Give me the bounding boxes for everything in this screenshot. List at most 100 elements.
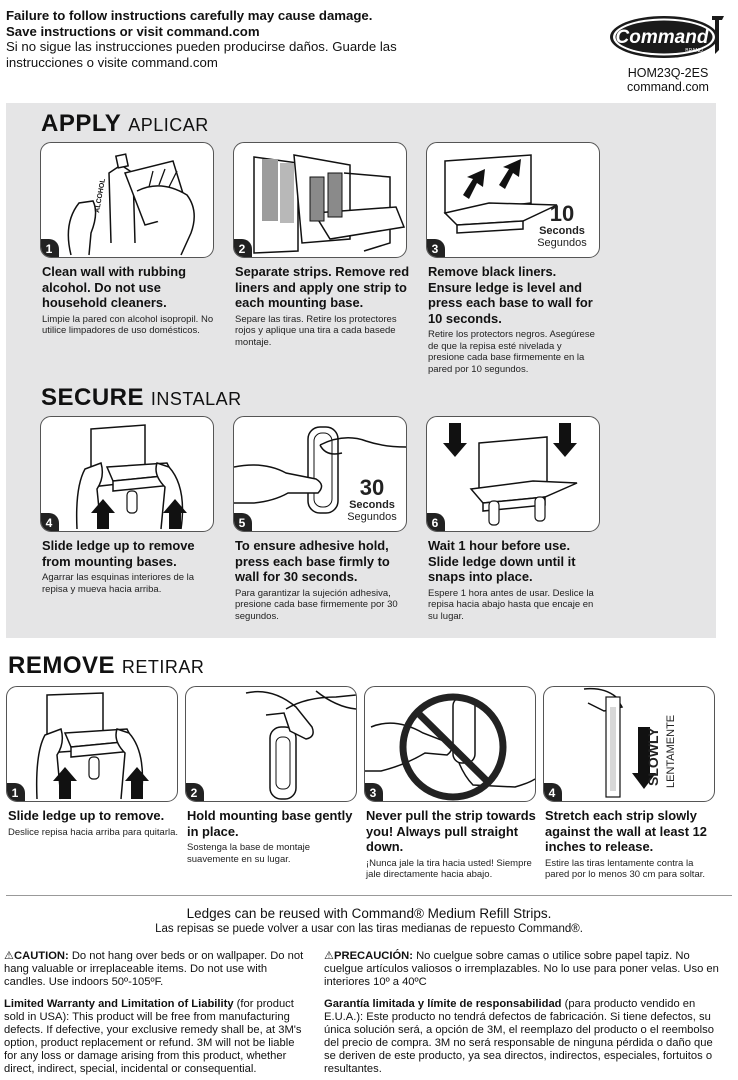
- step-text-en: Hold mounting base gently in place.: [187, 808, 353, 839]
- remove-step-4-caption: Stretch each strip slowly against the wa…: [545, 808, 717, 881]
- slide-up-icon: [35, 692, 149, 800]
- warranty-text: (para producto vendido en E.U.A.): Este …: [324, 998, 714, 1075]
- step-text-es: Para garantizar la sujeción adhesiva, pr…: [235, 587, 398, 622]
- step-number: 2: [234, 239, 252, 257]
- remove-step-1-caption: Slide ledge up to remove. Deslice repisa…: [8, 808, 180, 838]
- apply-step-3-caption: Remove black liners. Ensure ledge is lev…: [428, 264, 596, 375]
- step-number: 1: [41, 239, 59, 257]
- secure-step-6-caption: Wait 1 hour before use. Slide ledge down…: [428, 538, 598, 622]
- step-text-en: Remove black liners. Ensure ledge is lev…: [428, 264, 593, 326]
- apply-heading: APPLY APLICAR: [41, 110, 209, 138]
- remove-step-3-caption: Never pull the strip towards you! Always…: [366, 808, 538, 881]
- stretch-strip-icon: [583, 687, 656, 798]
- step-text-es: Retire los protectors negros. Asegúrese …: [428, 329, 595, 375]
- secure-title: SECURE: [41, 384, 145, 411]
- slowly-es: LENTAMENTE: [665, 715, 677, 788]
- secure-subtitle: INSTALAR: [150, 389, 242, 409]
- step-text-es: ¡Nunca jale la tira hacia usted! Siempre…: [366, 857, 532, 881]
- warning-line-1: Failure to follow instructions carefully…: [6, 8, 373, 23]
- slowly-en: SLOWLY: [645, 727, 661, 786]
- secure-step-6-illustration: 6: [426, 416, 600, 532]
- step-text-en: Wait 1 hour before use. Slide ledge down…: [428, 538, 576, 584]
- strips-icon: [253, 154, 406, 254]
- seconds-en: Seconds: [539, 225, 585, 237]
- remove-step-2-caption: Hold mounting base gently in place. Sost…: [187, 808, 359, 865]
- apply-step-1-illustration: ALCOHOL 1: [40, 142, 214, 258]
- step-number: 1: [7, 783, 25, 801]
- remove-step-2-illustration: 2: [185, 686, 357, 802]
- caution-text: Do not hang over beds or on wallpaper. D…: [4, 950, 304, 988]
- remove-step-1-illustration: 1: [6, 686, 178, 802]
- alcohol-label: ALCOHOL: [94, 177, 107, 213]
- warning-line-4: instrucciones o visite command.com: [6, 54, 218, 70]
- ledge-press-icon: [443, 154, 558, 234]
- reuse-es: Las repisas se puede volver a usar con l…: [155, 923, 583, 935]
- seconds-10-badge: 10 Seconds Segundos: [527, 201, 597, 250]
- model-info: HOM23Q-2ES command.com: [612, 66, 724, 94]
- step-number: 4: [41, 513, 59, 531]
- reuse-en: Ledges can be reused with Command® Mediu…: [186, 906, 552, 921]
- secure-step-5-caption: To ensure adhesive hold, press each base…: [235, 538, 405, 622]
- warning-line-2: Save instructions or visit command.com: [6, 23, 260, 39]
- step-text-en: Slide ledge up to remove.: [8, 808, 165, 823]
- caution-es-block: ⚠PRECAUCIÓN: No cuelgue sobre camas o ut…: [324, 950, 724, 1076]
- apply-subtitle: APLICAR: [128, 115, 209, 135]
- step-number: 3: [427, 239, 445, 257]
- remove-subtitle: RETIRAR: [121, 657, 205, 677]
- seconds-en: Seconds: [349, 499, 395, 511]
- logo-text: Command: [616, 27, 709, 48]
- hold-base-icon: [245, 690, 356, 800]
- model-site: command.com: [627, 80, 709, 94]
- slide-down-icon: [443, 423, 578, 526]
- command-logo: Command BRAND: [608, 10, 726, 62]
- caution-en-block: ⚠CAUTION: Do not hang over beds or on wa…: [4, 950, 304, 1076]
- apply-step-3-illustration: 10 Seconds Segundos 3: [426, 142, 600, 258]
- remove-title: REMOVE: [8, 652, 116, 679]
- step-text-es: Agarrar las esquinas interiores de la re…: [42, 572, 195, 595]
- apply-step-2-caption: Separate strips. Remove red liners and a…: [235, 264, 415, 348]
- remove-step-4-illustration: 4: [543, 686, 715, 802]
- warning-line-3: Si no sigue las instrucciones pueden pro…: [6, 39, 397, 54]
- apply-title: APPLY: [41, 110, 122, 137]
- model-number: HOM23Q-2ES: [627, 66, 709, 80]
- warning-icon: ⚠: [4, 950, 15, 962]
- reuse-note: Ledges can be reused with Command® Mediu…: [0, 906, 738, 935]
- remove-heading: REMOVE RETIRAR: [8, 652, 204, 680]
- step-text-es: Separe las tiras. Retire los protectores…: [235, 313, 397, 348]
- header-warning: Failure to follow instructions carefully…: [6, 8, 566, 70]
- remove-step-3-illustration: 3: [364, 686, 536, 802]
- step-text-es: Limpie la pared con alcohol isopropil. N…: [42, 313, 214, 337]
- seconds-number: 30: [359, 475, 385, 500]
- apply-step-2-illustration: 2: [233, 142, 407, 258]
- seconds-es: Segundos: [347, 511, 397, 523]
- apply-step-1-caption: Clean wall with rubbing alcohol. Do not …: [42, 264, 222, 337]
- secure-step-4-caption: Slide ledge up to remove from mounting b…: [42, 538, 212, 595]
- step-text-en: To ensure adhesive hold, press each base…: [235, 538, 390, 584]
- divider: [6, 895, 732, 896]
- caution-text: No cuelgue sobre camas o utilice sobre p…: [324, 950, 719, 988]
- secure-heading: SECURE INSTALAR: [41, 384, 242, 412]
- step-text-en: Clean wall with rubbing alcohol. Do not …: [42, 264, 186, 310]
- warranty-text: (for product sold in USA): This product …: [4, 998, 302, 1075]
- seconds-number: 10: [549, 201, 575, 226]
- warning-icon: ⚠: [324, 950, 335, 962]
- step-text-es: Deslice repisa hacia arriba para quitarl…: [8, 826, 179, 838]
- no-pull-icon: [365, 693, 535, 801]
- secure-step-5-illustration: 30 Seconds Segundos 5: [233, 416, 407, 532]
- logo-sub: BRAND: [685, 48, 703, 54]
- slowly-label: SLOWLY LENTAMENTE: [636, 700, 696, 790]
- step-text-es: Espere 1 hora antes de usar. Deslice la …: [428, 587, 594, 622]
- seconds-es: Segundos: [537, 237, 587, 249]
- step-text-en: Never pull the strip towards you! Always…: [366, 808, 536, 854]
- press-30-icon: [234, 426, 406, 514]
- secure-step-4-illustration: 4: [40, 416, 214, 532]
- step-number: 4: [544, 783, 562, 801]
- caution-label: PRECAUCIÓN:: [334, 950, 413, 962]
- step-text-es: Sostenga la base de montaje suavemente e…: [187, 842, 311, 865]
- caution-label: CAUTION:: [14, 950, 69, 962]
- step-number: 3: [365, 783, 383, 801]
- step-text-en: Separate strips. Remove red liners and a…: [235, 264, 410, 310]
- step-number: 5: [234, 513, 252, 531]
- warranty-label: Garantía limitada y límite de responsabi…: [324, 998, 562, 1010]
- step-text-en: Slide ledge up to remove from mounting b…: [42, 538, 195, 569]
